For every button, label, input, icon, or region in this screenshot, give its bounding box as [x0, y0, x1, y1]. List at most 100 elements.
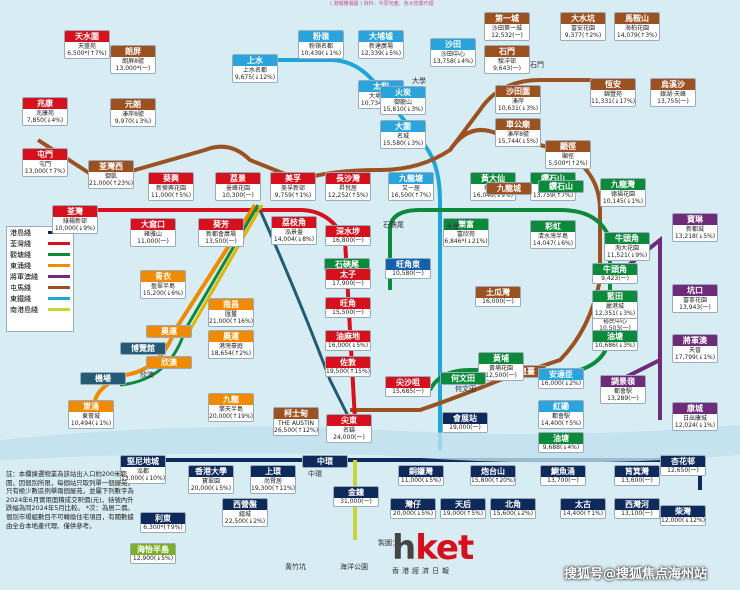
price-per-sqft: 12,650(一)	[667, 467, 699, 474]
station-name: 九龍	[209, 394, 253, 405]
station-name: 九龍灣	[601, 179, 645, 190]
price-per-sqft: 13,000*(一)	[115, 65, 151, 72]
logo-subtitle: 香港經濟日報	[392, 567, 452, 575]
price-per-sqft: 10,494(↓1%)	[70, 420, 112, 427]
legend-row: 觀塘綫	[7, 249, 73, 260]
price-per-sqft: 20,000(↑19%)	[209, 413, 254, 420]
estate-name: 日出康城	[682, 415, 707, 422]
station-card: 何文田	[440, 372, 486, 385]
price-per-sqft: 19,300(↑11%)	[251, 485, 296, 492]
price-per-sqft: 12,000(↓12%)	[661, 517, 706, 524]
station-name: 黃大仙	[471, 173, 515, 184]
station-name: 坑口	[673, 285, 717, 296]
price-per-sqft: 10,439(↓1%)	[300, 50, 342, 57]
station-name: 康城	[673, 403, 717, 414]
station-name: 火炭	[381, 87, 425, 98]
price-per-sqft: 15,744(↓5%)	[497, 138, 539, 145]
price-per-sqft: 15,600(↓2%)	[492, 510, 534, 517]
place-tag: 欣澳	[140, 371, 154, 379]
station-name: 荔枝角	[272, 217, 316, 228]
place-tag: 黃竹坑	[285, 563, 306, 571]
station-name: 博覽館	[121, 343, 165, 354]
price-per-sqft: 13,700(一)	[547, 477, 579, 484]
estate-name: 新達廣場	[368, 43, 393, 50]
price-per-sqft: 26,500(↑12%)	[274, 427, 319, 434]
legend-label: 東鐵綫	[10, 294, 31, 303]
station-name: 太古	[561, 499, 605, 510]
price-per-sqft: 14,400(↑1%)	[562, 510, 604, 517]
estate-name: 新葵興花園	[155, 185, 186, 192]
logo-h: h	[392, 528, 416, 568]
estate-name: 天盛苑	[77, 43, 96, 50]
estate-name: 寶翠園	[201, 478, 220, 485]
estate-name: 又一居	[401, 185, 420, 192]
station-name: 上環	[251, 466, 295, 477]
price-per-sqft: 22,500(↓2%)	[224, 518, 266, 525]
price-per-sqft: 11,000(↓5%)	[400, 477, 442, 484]
estate-name: 匯璽	[224, 311, 237, 318]
legend-swatch	[48, 242, 70, 245]
estate-name: 盈翠半島	[150, 283, 175, 290]
station-name: 朗屏	[111, 46, 155, 57]
station-name: 香港大學	[189, 466, 233, 477]
station-name: 旺角	[326, 298, 370, 309]
legend-row: 屯馬綫	[7, 282, 73, 293]
price-per-sqft: 31,000(一)	[340, 498, 372, 505]
place-tag: 何文田	[455, 385, 476, 393]
estate-name: 上水名都	[242, 67, 267, 74]
price-per-sqft: 13,755(一)	[657, 98, 689, 105]
price-per-sqft: 19,000(一)	[449, 424, 481, 431]
station-card: 中環	[302, 455, 348, 468]
station-name: 牛頭角	[593, 264, 637, 275]
estate-name: 富寧花園	[682, 297, 707, 304]
estate-name: 名鑄	[342, 427, 355, 434]
station-name: 屯門	[23, 149, 67, 160]
price-per-sqft: 10,580(一)	[392, 270, 424, 277]
estate-name: 擎天半島	[218, 406, 243, 413]
price-per-sqft: 13,000(↓10%)	[121, 475, 166, 482]
station-name: 荃灣	[53, 206, 97, 217]
station-name: 大埔墟	[359, 31, 403, 42]
station-name: 炮台山	[471, 466, 515, 477]
station-name: 土瓜灣	[476, 287, 520, 298]
price-per-sqft: 15,580(↓3%)	[382, 140, 424, 147]
estate-name: 溱岸8號	[507, 131, 529, 138]
legend-swatch	[48, 275, 70, 278]
station-name: 沙田	[431, 39, 475, 50]
station-name: 安達臣	[539, 369, 583, 380]
estate-name: 御凱	[104, 173, 117, 180]
legend-label: 東涌綫	[10, 261, 31, 270]
estate-name: 泓都	[136, 468, 149, 475]
price-per-sqft: 20,000(↓5%)	[392, 510, 434, 517]
station-name: 機場	[81, 373, 125, 384]
station-name: 荔景	[216, 173, 260, 184]
estate-name: 新都城	[685, 226, 704, 233]
station-name: 車公廟	[496, 119, 540, 130]
price-per-sqft: 6,846*(↓21%)	[444, 238, 488, 245]
price-per-sqft: 10,686(↓3%)	[594, 342, 636, 349]
tseung-kwan-o-tung-chung-link	[188, 204, 264, 331]
